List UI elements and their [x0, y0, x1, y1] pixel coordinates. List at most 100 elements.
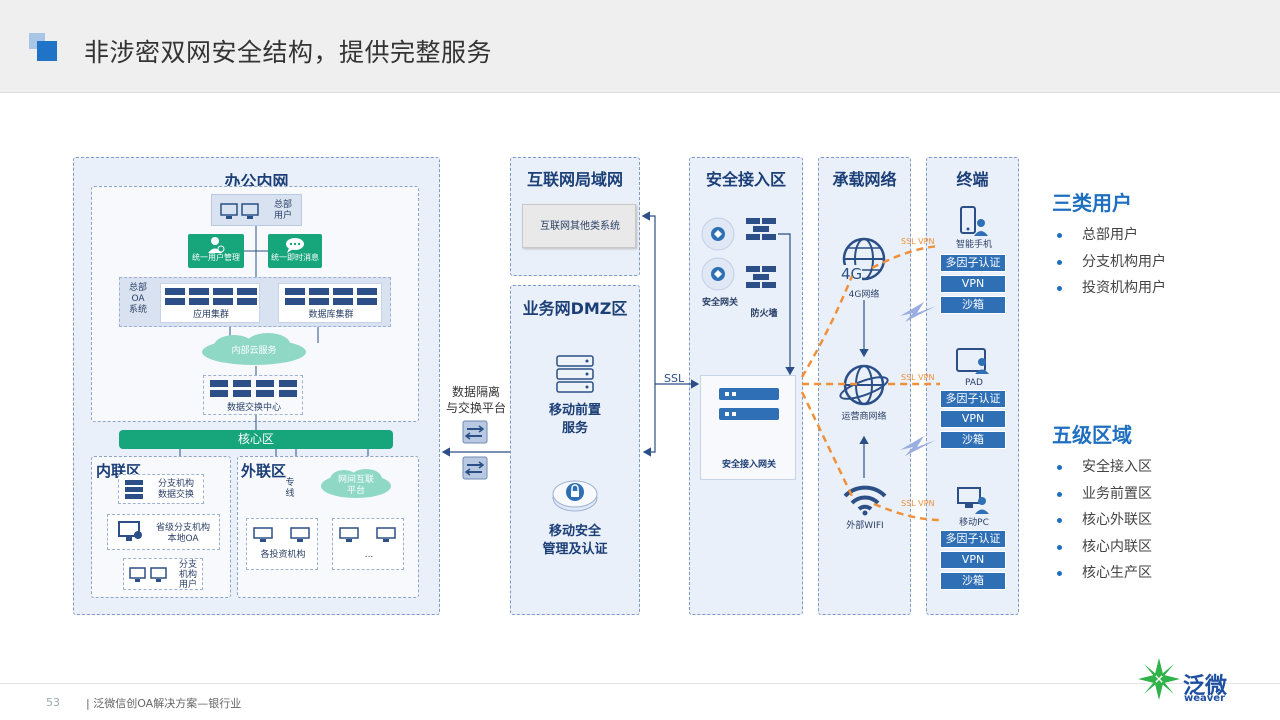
ssl-vpn-label: SSL VPN — [901, 373, 935, 382]
mobile-security-label: 移动安全 管理及认证 — [542, 524, 608, 557]
users-list: 总部用户 分支机构用户 投资机构用户 — [1052, 222, 1166, 302]
g4-label: 4G网络 — [848, 290, 880, 300]
globe-4g-icon — [842, 237, 886, 281]
server-rack-icon — [210, 380, 297, 397]
db-cluster-box: 数据库集群 — [278, 283, 382, 323]
list-item: 业务前置区 — [1052, 481, 1152, 508]
branch-users-box: 分支 机构 用户 — [123, 558, 203, 590]
desktop-gear-icon — [118, 521, 142, 541]
unified-user-mgmt-box: 统一用户管理 — [188, 234, 244, 268]
gateway-icon — [701, 217, 735, 291]
tag-mfa: 多因子认证 — [940, 254, 1006, 272]
cloud-service-label: 内部云服务 — [231, 346, 277, 356]
ssl-label: SSL — [664, 372, 685, 385]
app-cluster-box: 应用集群 — [160, 283, 260, 323]
branch-data-exchange-box: 分支机构 数据交换 — [118, 474, 204, 504]
hq-users-label: 总部 用户 — [273, 200, 292, 221]
chat-bubble-icon — [286, 238, 304, 253]
data-exchange-center-label: 数据交换中心 — [226, 403, 281, 413]
zones-list: 安全接入区 业务前置区 核心外联区 核心内联区 核心生产区 — [1052, 454, 1152, 587]
zones-title: 五级区域 — [1052, 423, 1132, 447]
tag-mfa: 多因子认证 — [940, 390, 1006, 408]
tag-sandbox: 沙箱 — [940, 296, 1006, 314]
unified-im-label: 统一即时消息 — [271, 253, 319, 262]
prov-oa-label: 省级分支机构 本地OA — [155, 523, 210, 544]
other-systems-label: 互联网其他类系统 — [540, 221, 620, 232]
branch-users-label: 分支 机构 用户 — [178, 560, 197, 590]
wifi-icon — [843, 485, 887, 516]
g4-icon-text: 4G — [841, 265, 863, 283]
footer-divider — [0, 683, 1280, 684]
branch-data-label: 分支机构 数据交换 — [157, 479, 194, 500]
logo-subtext: weaver — [1184, 693, 1226, 704]
appliance-icon — [719, 388, 779, 420]
other-orgs-ellipsis: ... — [364, 550, 374, 560]
pc-user-icon — [957, 487, 989, 514]
other-systems-box: 互联网其他类系统 — [522, 204, 636, 248]
exchange-device-icon — [462, 420, 488, 480]
logo-text: 泛微 — [1183, 674, 1228, 699]
hq-users-box: 总部 用户 — [211, 194, 302, 226]
page-number: 53 — [46, 696, 60, 709]
tag-mfa: 多因子认证 — [940, 530, 1006, 548]
tag-sandbox: 沙箱 — [940, 431, 1006, 449]
operator-label: 运营商网络 — [841, 412, 887, 422]
terminal-title: 终端 — [956, 170, 989, 189]
hq-oa-label: 总部 OA 系统 — [128, 283, 147, 315]
investment-orgs-label: 各投资机构 — [260, 550, 306, 560]
desktop-icon — [129, 567, 167, 582]
other-orgs-box: ... — [332, 518, 404, 570]
unified-im-box: 统一即时消息 — [268, 234, 322, 268]
list-item: 投资机构用户 — [1052, 275, 1166, 302]
access-gateway-box: 安全接入网关 — [700, 375, 796, 480]
server-icon — [125, 480, 143, 499]
server-rack-icon — [285, 288, 377, 305]
carrier-title: 承载网络 — [832, 170, 897, 189]
core-zone-bar: 核心区 — [119, 430, 393, 449]
unified-user-mgmt-label: 统一用户管理 — [192, 253, 240, 262]
cloud-icon — [321, 469, 391, 498]
desktop-icon — [339, 527, 396, 542]
internet-lan-title: 互联网局域网 — [526, 170, 623, 189]
list-item: 安全接入区 — [1052, 454, 1152, 481]
desktop-icon — [220, 203, 259, 219]
wifi-label: 外部WIFI — [846, 521, 884, 531]
terminal-device-label: 智能手机 — [955, 240, 992, 250]
page-title: 非涉密双网安全结构，提供完整服务 — [84, 38, 493, 67]
list-item: 分支机构用户 — [1052, 249, 1166, 276]
investment-orgs-box: 各投资机构 — [246, 518, 318, 570]
list-item: 总部用户 — [1052, 222, 1166, 249]
mobile-front-label: 移动前置 服务 — [548, 403, 601, 436]
access-gateway-label: 安全接入网关 — [721, 460, 776, 470]
server-rack-icon — [165, 288, 257, 305]
inter-platform-label: 网间互联 平台 — [337, 475, 374, 496]
tag-vpn: VPN — [940, 551, 1006, 569]
terminal-device-label: 移动PC — [959, 518, 989, 528]
isolation-platform-label: 数据隔离 与交换平台 — [445, 385, 506, 415]
list-item: 核心生产区 — [1052, 560, 1152, 587]
desktop-icon — [253, 527, 310, 542]
ssl-vpn-label: SSL VPN — [901, 499, 935, 508]
gateway-label: 安全网关 — [701, 298, 738, 308]
app-cluster-label: 应用集群 — [192, 310, 229, 320]
prov-oa-box: 省级分支机构 本地OA — [107, 514, 220, 550]
weaver-logo-icon — [1138, 658, 1180, 700]
dmz-title: 业务网DMZ区 — [522, 299, 628, 318]
tablet-user-icon — [956, 348, 989, 374]
security-device-icon — [552, 480, 598, 512]
footer-text: | 泛微信创OA解决方案—银行业 — [86, 697, 242, 710]
access-zone-title: 安全接入区 — [705, 170, 786, 189]
tag-vpn: VPN — [940, 410, 1006, 428]
outer-link-title: 外联区 — [241, 462, 287, 480]
dedicated-line-label: 专 线 — [285, 478, 295, 499]
ssl-vpn-label: SSL VPN — [901, 237, 935, 246]
data-exchange-center-box: 数据交换中心 — [203, 375, 303, 415]
db-cluster-label: 数据库集群 — [308, 310, 354, 320]
tag-sandbox: 沙箱 — [940, 572, 1006, 590]
header-deco-square-dark — [37, 41, 57, 61]
cloud-icon — [202, 333, 306, 365]
server-stack-icon — [556, 355, 594, 393]
smartphone-user-icon — [960, 206, 988, 236]
list-item: 核心外联区 — [1052, 507, 1152, 534]
